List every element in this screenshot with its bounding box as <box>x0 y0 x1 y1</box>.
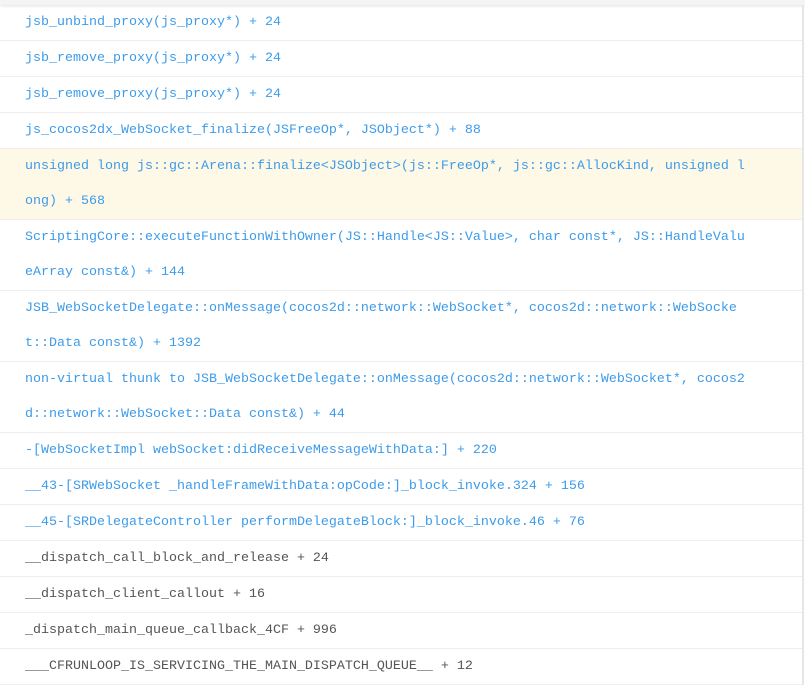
stack-frame-text: js_cocos2dx_WebSocket_finalize(JSFreeOp*… <box>25 123 481 138</box>
top-shadow-bar <box>0 0 805 5</box>
stack-frame-text: ___CFRUNLOOP_IS_SERVICING_THE_MAIN_DISPA… <box>25 659 473 674</box>
stack-frame-text: ScriptingCore::executeFunctionWithOwner(… <box>25 230 745 280</box>
stack-frame-row[interactable]: jsb_unbind_proxy(js_proxy*) + 24 <box>0 5 802 41</box>
stack-frame-text: unsigned long js::gc::Arena::finalize<JS… <box>25 159 745 209</box>
stack-frame-row[interactable]: __dispatch_call_block_and_release + 24 <box>0 541 802 577</box>
stack-frame-row[interactable]: js_cocos2dx_WebSocket_finalize(JSFreeOp*… <box>0 113 802 149</box>
stack-trace-list: jsb_unbind_proxy(js_proxy*) + 24 jsb_remo… <box>0 5 804 685</box>
stack-frame-text: __43-[SRWebSocket _handleFrameWithData:o… <box>25 479 585 494</box>
stack-frame-row[interactable]: ___CFRUNLOOP_IS_SERVICING_THE_MAIN_DISPA… <box>0 649 802 685</box>
stack-frame-text: _dispatch_main_queue_callback_4CF + 996 <box>25 623 337 638</box>
stack-frame-row[interactable]: JSB_WebSocketDelegate::onMessage(cocos2d… <box>0 291 802 362</box>
stack-frame-row[interactable]: _dispatch_main_queue_callback_4CF + 996 <box>0 613 802 649</box>
stack-frame-text: __dispatch_client_callout + 16 <box>25 587 265 602</box>
stack-frame-text: __dispatch_call_block_and_release + 24 <box>25 551 329 566</box>
stack-frame-text: -[WebSocketImpl webSocket:didReceiveMess… <box>25 443 497 458</box>
stack-frame-row[interactable]: __43-[SRWebSocket _handleFrameWithData:o… <box>0 469 802 505</box>
stack-frame-text: JSB_WebSocketDelegate::onMessage(cocos2d… <box>25 301 737 351</box>
stack-frame-text: jsb_unbind_proxy(js_proxy*) + 24 <box>25 15 281 30</box>
stack-frame-text: jsb_remove_proxy(js_proxy*) + 24 <box>25 87 281 102</box>
stack-frame-row[interactable]: non-virtual thunk to JSB_WebSocketDelega… <box>0 362 802 433</box>
stack-frame-row[interactable]: -[WebSocketImpl webSocket:didReceiveMess… <box>0 433 802 469</box>
stack-frame-row[interactable]: ScriptingCore::executeFunctionWithOwner(… <box>0 220 802 291</box>
stack-frame-row[interactable]: jsb_remove_proxy(js_proxy*) + 24 <box>0 41 802 77</box>
stack-frame-row[interactable]: jsb_remove_proxy(js_proxy*) + 24 <box>0 77 802 113</box>
stack-frame-row[interactable]: unsigned long js::gc::Arena::finalize<JS… <box>0 149 802 220</box>
stack-frame-text: __45-[SRDelegateController performDelega… <box>25 515 585 530</box>
stack-frame-row[interactable]: __dispatch_client_callout + 16 <box>0 577 802 613</box>
stack-frame-row[interactable]: __45-[SRDelegateController performDelega… <box>0 505 802 541</box>
stack-frame-text: jsb_remove_proxy(js_proxy*) + 24 <box>25 51 281 66</box>
stack-frame-text: non-virtual thunk to JSB_WebSocketDelega… <box>25 372 745 422</box>
